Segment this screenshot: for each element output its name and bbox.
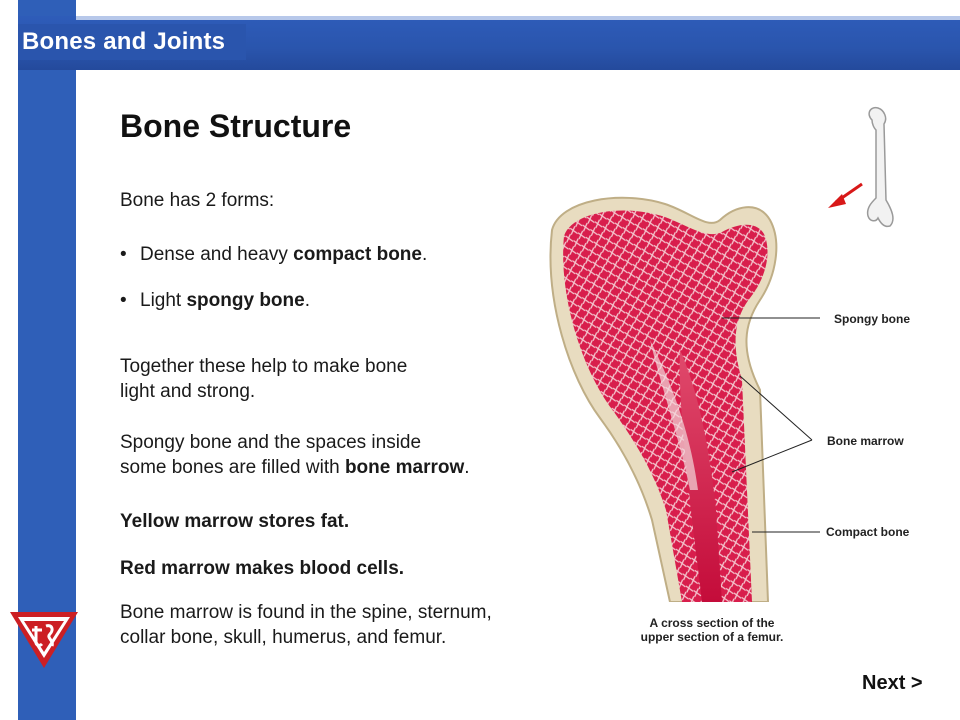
spongy-line-2: some bones are filled with bone marrow.: [120, 455, 470, 480]
left-accent-bar: [18, 0, 76, 720]
header-stripe: [76, 16, 960, 20]
bullet-dot: •: [120, 290, 127, 311]
page-title: Bone Structure: [120, 108, 352, 144]
spongy-highlight: [650, 340, 698, 490]
bullet-bold: spongy bone: [186, 290, 305, 311]
femur-cross-section: [530, 190, 800, 603]
bullet-spongy: • Light spongy bone.: [120, 288, 310, 313]
yellow-marrow-text: Yellow marrow stores fat.: [120, 511, 350, 532]
caption-line-2: upper section of a femur.: [640, 630, 784, 644]
together-paragraph: Together these help to make bone light a…: [120, 354, 407, 404]
bullet-end: .: [421, 244, 428, 265]
header-title-box: [18, 24, 246, 60]
spongy-line-2-end: .: [464, 457, 470, 478]
label-bone-marrow: Bone marrow: [827, 434, 904, 448]
caption-line-1: A cross section of the: [649, 616, 775, 630]
spongy-paragraph: Spongy bone and the spaces inside some b…: [120, 430, 470, 480]
together-line-1: Together these help to make bone: [120, 356, 408, 377]
bullet-text: Light: [140, 290, 187, 311]
femur-thumbnail: [866, 106, 894, 228]
found-line-2: collar bone, skull, humerus, and femur.: [120, 627, 447, 648]
marrow-cavity-shape: [679, 350, 722, 602]
spongy-line-2-text: some bones are filled with: [120, 457, 345, 478]
spongy-line-1: Spongy bone and the spaces inside: [120, 432, 422, 453]
found-paragraph: Bone marrow is found in the spine, stern…: [120, 600, 492, 650]
intro-text: Bone has 2 forms:: [120, 190, 275, 211]
logo-icon: [10, 612, 78, 668]
bullet-end: .: [304, 290, 310, 311]
label-compact-bone: Compact bone: [826, 525, 910, 539]
spongy-line-2-bold: bone marrow: [344, 457, 465, 478]
bullet-compact: • Dense and heavy compact bone.: [120, 242, 427, 267]
header-title: Bones and Joints: [22, 28, 226, 55]
found-line-1: Bone marrow is found in the spine, stern…: [120, 602, 492, 623]
publisher-logo: [8, 608, 80, 675]
red-arrow-icon: [828, 182, 863, 208]
femur-illustration: [549, 196, 778, 603]
next-button[interactable]: Next >: [862, 672, 923, 694]
bullet-bold: compact bone: [293, 244, 422, 265]
bullet-text: Dense and heavy: [140, 244, 294, 265]
header: Bones and Joints: [0, 16, 960, 70]
label-spongy-bone: Spongy bone: [834, 312, 910, 326]
red-marrow-text: Red marrow makes blood cells.: [120, 558, 405, 579]
spongy-bone-shape: [563, 210, 768, 603]
bullet-dot: •: [120, 244, 127, 265]
diagram-caption: A cross section of the upper section of …: [612, 616, 812, 644]
together-line-2: light and strong.: [120, 381, 256, 402]
